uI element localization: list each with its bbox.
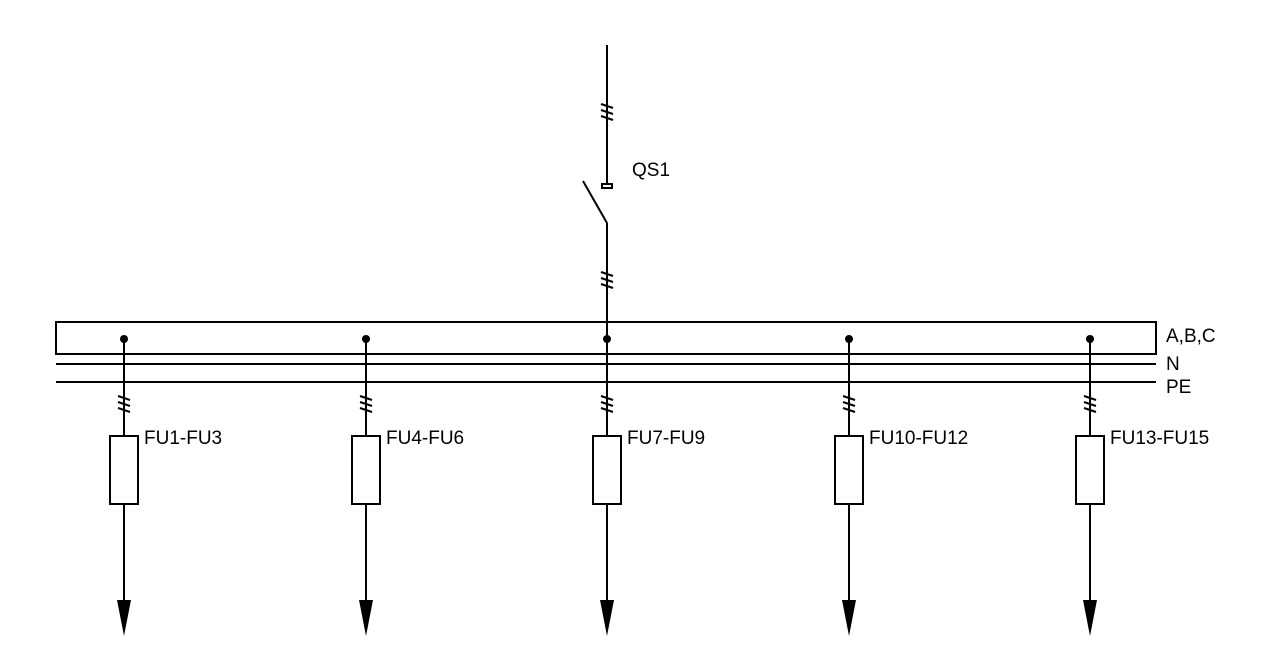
arrow-down-icon bbox=[1083, 600, 1097, 636]
arrow-down-icon bbox=[359, 600, 373, 636]
fuse-icon bbox=[592, 435, 622, 505]
fuse-label: FU4-FU6 bbox=[386, 428, 464, 449]
feeder-branch: FU1-FU3 bbox=[109, 335, 222, 636]
fuse-label: FU13-FU15 bbox=[1110, 428, 1209, 449]
fuse-icon bbox=[351, 435, 381, 505]
bus-tap-dot bbox=[603, 335, 611, 343]
bus-label-phases: A,B,C bbox=[1166, 326, 1216, 347]
fuse-label: FU7-FU9 bbox=[627, 428, 705, 449]
three-phase-tick-icon bbox=[359, 395, 373, 413]
feeders-layer: FU1-FU3 FU4-FU6 FU7-FU9 FU10-FU12 FU13-FU15 bbox=[109, 335, 1209, 636]
arrow-down-icon bbox=[117, 600, 131, 636]
three-phase-tick-icon bbox=[600, 395, 614, 413]
fuse-label: FU1-FU3 bbox=[144, 428, 222, 449]
three-phase-tick-icon bbox=[600, 271, 614, 289]
feeder-branch: FU4-FU6 bbox=[351, 335, 464, 636]
bus-label-pe: PE bbox=[1166, 377, 1191, 398]
fuse-icon bbox=[1075, 435, 1105, 505]
arrow-down-icon bbox=[842, 600, 856, 636]
switch-label: QS1 bbox=[632, 160, 670, 181]
bus-label-neutral: N bbox=[1166, 354, 1180, 375]
fuse-icon bbox=[834, 435, 864, 505]
three-phase-tick-icon bbox=[117, 395, 131, 413]
three-phase-tick-icon bbox=[1083, 395, 1097, 413]
disconnect-switch-icon bbox=[601, 183, 613, 189]
feeder-branch: FU7-FU9 bbox=[592, 339, 705, 636]
arrow-down-icon bbox=[600, 600, 614, 636]
fuse-label: FU10-FU12 bbox=[869, 428, 968, 449]
fuse-icon bbox=[109, 435, 139, 505]
three-phase-tick-icon bbox=[600, 103, 614, 121]
feeder-branch: FU13-FU15 bbox=[1075, 335, 1209, 636]
feeder-branch: FU10-FU12 bbox=[834, 335, 968, 636]
three-phase-tick-icon bbox=[842, 395, 856, 413]
switch-blade bbox=[582, 180, 608, 224]
